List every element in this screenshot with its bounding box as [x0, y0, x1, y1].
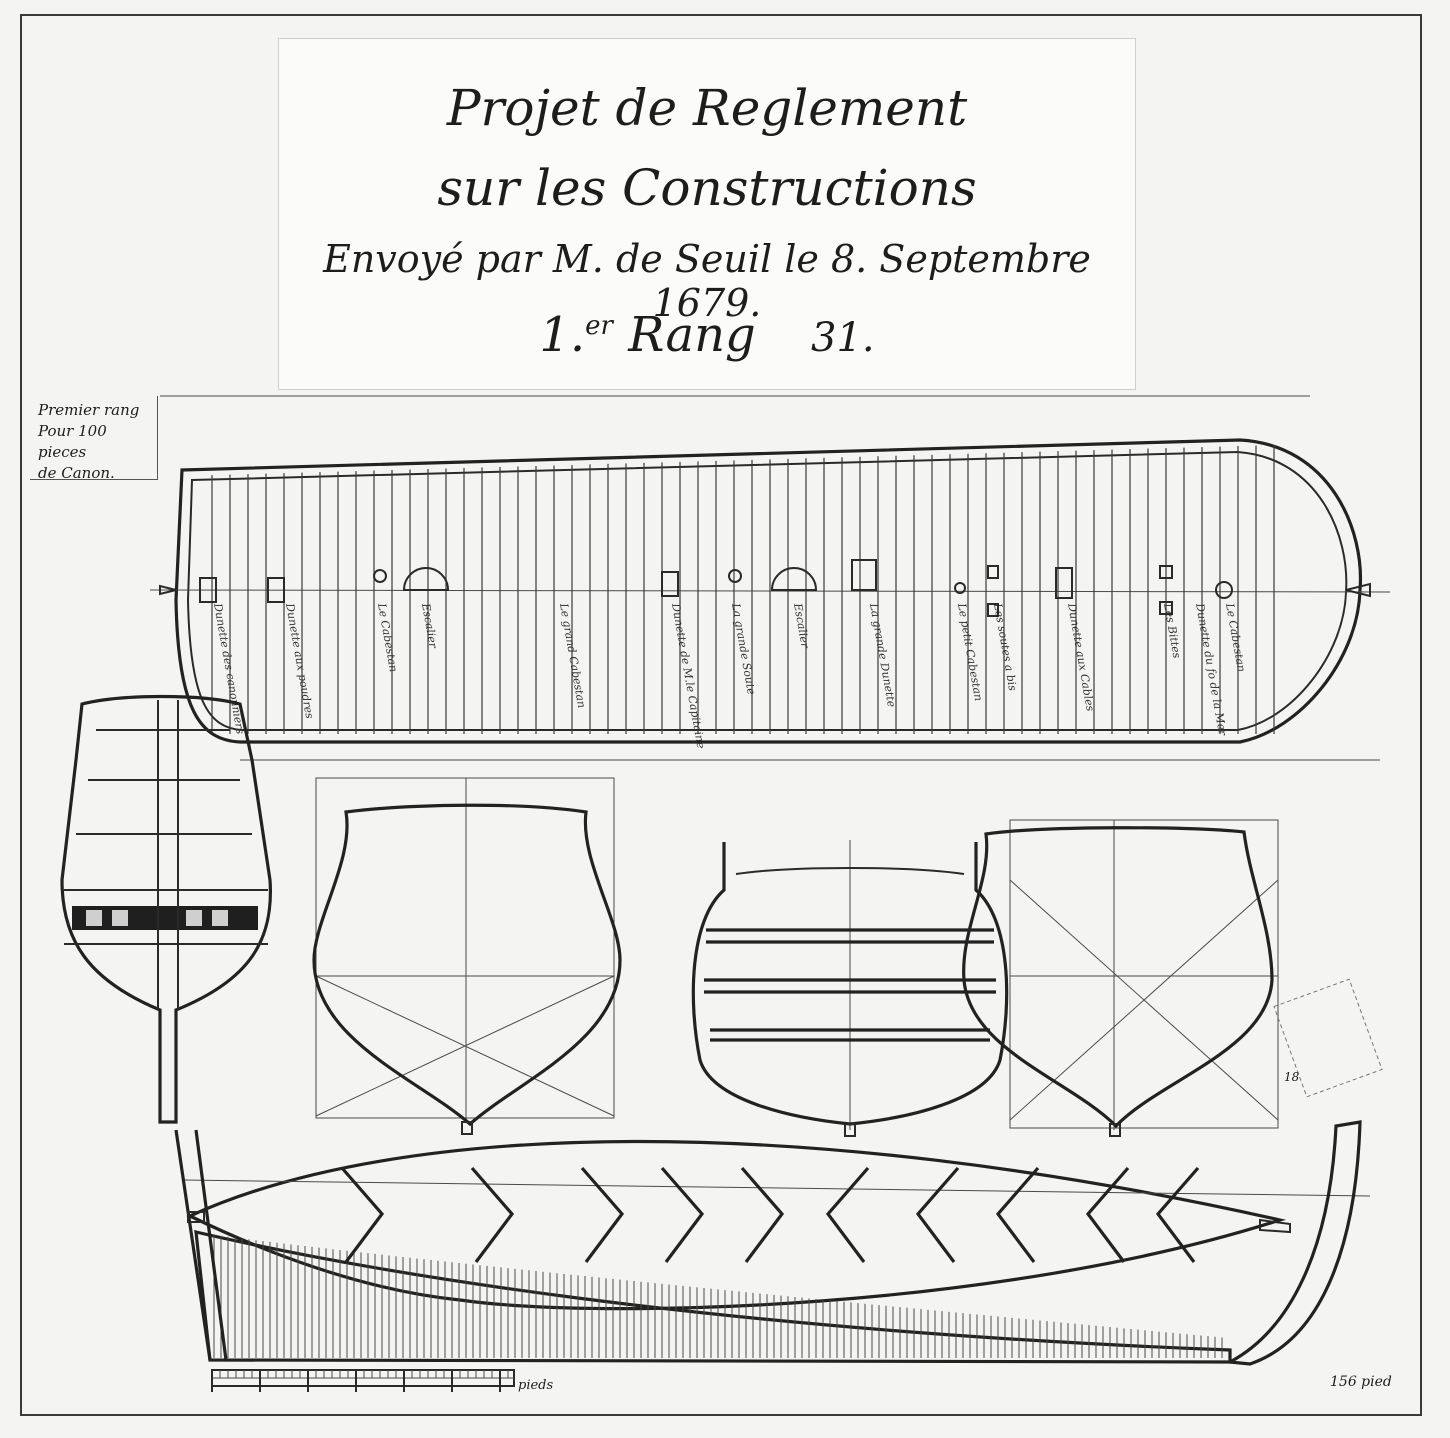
capstan-1-icon	[373, 569, 387, 583]
rank-superscript: er	[585, 311, 613, 341]
deck-planks	[211, 445, 1275, 734]
rank-word: Rang	[628, 307, 756, 363]
frame-chevron	[915, 1166, 960, 1263]
frame-chevron	[995, 1166, 1040, 1263]
stern-view	[60, 694, 273, 1124]
capstan-3-icon	[954, 582, 966, 594]
margin-mark: 18	[1284, 1070, 1300, 1084]
section-2-keel	[844, 1123, 856, 1137]
frame-chevron	[580, 1166, 625, 1263]
scale-label: pieds	[518, 1378, 554, 1393]
sheet-number: 31.	[811, 315, 875, 361]
deck-label: Dunette de M.le Capitaine	[669, 601, 708, 750]
section-1-diag-b	[315, 975, 615, 1117]
profile-keel-body	[194, 1229, 1232, 1364]
profile-reference-line	[183, 1179, 1371, 1197]
hatch-1-icon	[402, 567, 450, 591]
bitt-2	[1159, 601, 1173, 615]
side-note-line-2: Pour 100 pieces	[38, 422, 107, 461]
side-note-line-1: Premier rang	[38, 401, 140, 419]
section-drawing-1	[312, 777, 622, 1135]
capstan-4-icon	[1215, 581, 1233, 599]
section-2-deck-3	[704, 978, 996, 994]
deck-label: Le petit Cabestan	[955, 601, 985, 702]
scale-ticks	[211, 1370, 509, 1392]
window-3	[186, 910, 202, 926]
title-cartouche: Projet de Reglement sur les Construction…	[278, 38, 1136, 390]
stern-outline	[60, 694, 273, 1124]
frame-chevron	[825, 1166, 870, 1263]
section-drawing-3	[962, 819, 1383, 1137]
section-2-upper-deck	[735, 867, 965, 875]
stamp-mark	[1273, 978, 1383, 1098]
deck-label: Dunette aux Cables	[1065, 601, 1097, 712]
deck-label: Dunette aux poudres	[283, 601, 316, 720]
stem-post	[1224, 1120, 1362, 1366]
rank-number: 1.	[539, 307, 586, 363]
bitt-4	[987, 603, 999, 617]
deck-label: Escalier	[419, 601, 440, 649]
hull-profile	[174, 1120, 1371, 1366]
profile-bow-fitting	[1259, 1218, 1291, 1234]
stern-tip	[159, 584, 177, 596]
frame-chevron	[660, 1166, 705, 1263]
deck-label: La grande Soute	[729, 601, 758, 696]
length-label: 156 pied	[1330, 1374, 1392, 1390]
section-drawing-2	[691, 840, 1009, 1137]
window-4	[212, 910, 228, 926]
deck-outline	[174, 438, 1363, 744]
plate-border	[20, 14, 1422, 1416]
section-1-hull	[312, 803, 622, 1127]
deck-inner-outline	[186, 450, 1348, 731]
profile-stern-fitting	[187, 1211, 205, 1223]
frame-chevron	[1155, 1166, 1200, 1263]
scale-bar	[211, 1369, 515, 1392]
section-3-frame	[1009, 819, 1279, 1129]
frame-chevron	[1085, 1166, 1130, 1263]
bowsprit-tip	[1345, 582, 1371, 598]
frame-chevron	[740, 1166, 785, 1263]
deck-label: Escalier	[791, 601, 812, 649]
section-2-deck-2	[706, 928, 994, 944]
hatch-rect-2	[267, 577, 285, 603]
frame-chevron	[340, 1166, 385, 1263]
deck-label: Les soutes a bis	[991, 601, 1019, 692]
hatch-rect-3	[661, 571, 679, 597]
deck-label: Dunette du fo de la Mer	[1193, 601, 1229, 737]
rank-line: 1.er Rang 31.	[279, 307, 1135, 363]
capstan-2-icon	[728, 569, 742, 583]
profile-frames	[340, 1166, 1200, 1263]
deck-label: La grande Dunette	[867, 601, 898, 708]
section-3-keel	[1109, 1123, 1121, 1137]
rank-side-note: Premier rang Pour 100 pieces de Canon.	[30, 396, 158, 482]
stern-post-profile	[174, 1129, 228, 1361]
side-note-line-3: de Canon.	[38, 464, 115, 482]
section-2-deck-4	[710, 1028, 990, 1042]
hatch-2-icon	[770, 567, 818, 591]
deck-label: Le Cabestan	[1223, 601, 1248, 673]
section-1-frame	[315, 777, 615, 1119]
hatch-rect-5	[1055, 567, 1073, 599]
section-1-keel	[461, 1121, 473, 1135]
hatch-rect-1	[199, 577, 217, 603]
frame-chevron	[470, 1166, 515, 1263]
title-line-1: Projet de Reglement	[446, 79, 968, 137]
bitt-3	[987, 565, 999, 579]
window-2	[112, 910, 128, 926]
title-line-2: sur les Constructions	[437, 159, 977, 217]
title-line-3: Envoyé par M. de Seuil le 8. Septembre 1…	[323, 237, 1091, 325]
window-1	[86, 910, 102, 926]
stern-post	[157, 700, 179, 1010]
profile-hatching	[213, 1234, 1223, 1358]
deck-label: Le Cabestan	[375, 601, 400, 673]
hatch-rect-4	[851, 559, 877, 591]
section-3-hull	[962, 826, 1274, 1129]
bitt-1	[1159, 565, 1173, 579]
